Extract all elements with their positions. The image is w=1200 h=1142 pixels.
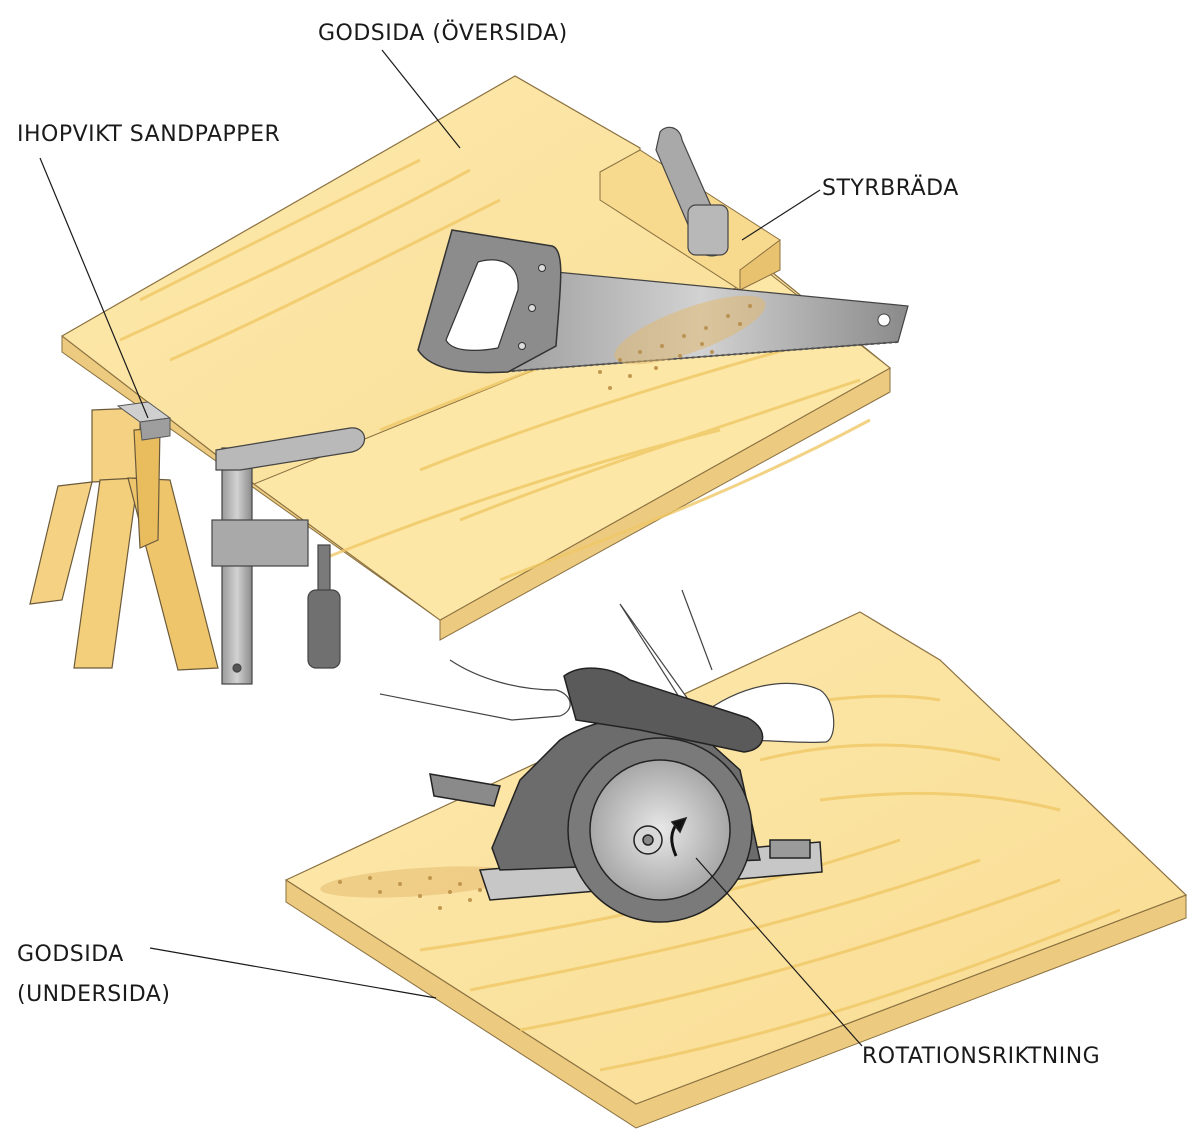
label-rotation: ROTATIONSRIKTNING <box>862 1044 1101 1069</box>
sawdust-top <box>598 295 766 390</box>
leader-lines <box>39 49 863 1047</box>
bar-clamp-back <box>655 126 729 257</box>
label-bottom-side-line2: (UNDERSIDA) <box>17 982 171 1007</box>
bar-clamp-front <box>211 427 366 685</box>
label-bottom-side-line1: GODSIDA <box>17 942 124 967</box>
wood-grain-bottom <box>419 694 1121 1072</box>
label-guide-board: STYRBRÄDA <box>822 176 959 201</box>
label-top-side: GODSIDA (ÖVERSIDA) <box>318 21 568 46</box>
folded-sandpaper <box>116 401 172 441</box>
sawhorse <box>29 407 219 671</box>
circular-saw <box>429 667 823 923</box>
hands <box>379 589 835 743</box>
label-sandpaper: IHOPVIKT SANDPAPPER <box>17 122 281 147</box>
